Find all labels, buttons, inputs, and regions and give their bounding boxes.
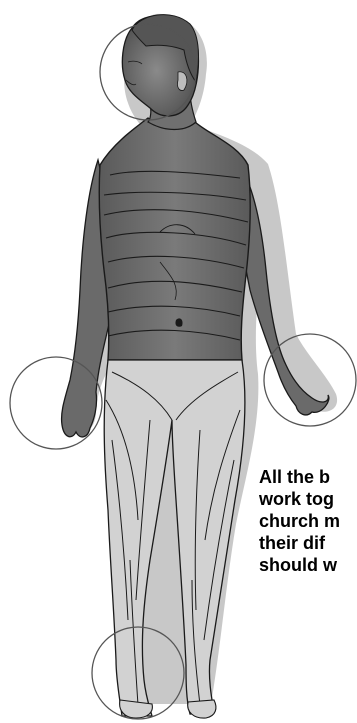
navel (175, 318, 182, 326)
caption-line-4: their dif (259, 532, 357, 554)
ear (177, 72, 186, 91)
caption-line-3: church m (259, 510, 357, 532)
right-foot (188, 700, 216, 718)
caption-line-2: work tog (259, 488, 357, 510)
caption-text: All the b work tog church m their dif sh… (259, 466, 357, 576)
torso (99, 118, 250, 360)
caption-line-5: should w (259, 554, 357, 576)
caption-line-1: All the b (259, 466, 357, 488)
